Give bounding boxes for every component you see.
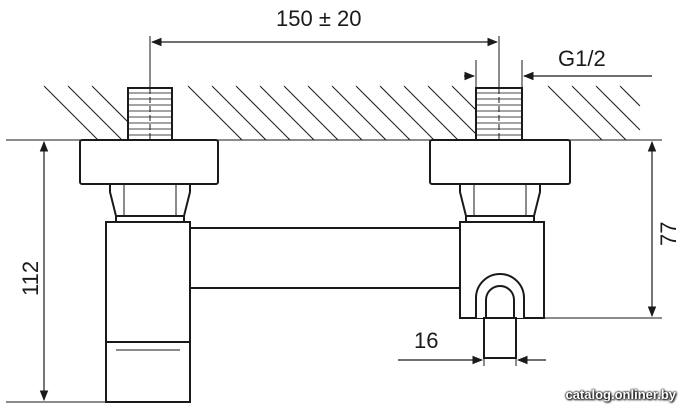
dimension-outlet-diameter: 16 bbox=[398, 328, 546, 366]
hatch-line bbox=[619, 85, 641, 107]
dimension-total-height: 112 bbox=[6, 139, 106, 403]
hatch-line bbox=[43, 85, 99, 141]
dimension-outlet-diameter-label: 16 bbox=[414, 328, 438, 353]
dimension-total-height-label: 112 bbox=[18, 261, 43, 296]
dimension-top-width: 150 ± 20 bbox=[149, 6, 500, 88]
hatch-line bbox=[547, 85, 603, 141]
mixer-body bbox=[105, 221, 545, 403]
left-wall-connection bbox=[79, 87, 219, 223]
dimension-thread: G1/2 bbox=[464, 46, 652, 88]
hatch-line bbox=[331, 85, 387, 141]
right-wall-connection bbox=[429, 87, 571, 223]
hatch-line bbox=[187, 85, 243, 141]
hatch-line bbox=[403, 85, 459, 141]
hatch-line bbox=[283, 85, 339, 141]
dimension-outlet-height: 77 bbox=[544, 139, 681, 319]
hatch-line bbox=[259, 85, 315, 141]
hatch-line bbox=[355, 85, 411, 141]
watermark: catalog.onliner.by bbox=[565, 387, 676, 402]
dimension-outlet-height-label: 77 bbox=[656, 222, 681, 246]
hatch-line bbox=[595, 85, 641, 131]
hatch-line bbox=[427, 85, 483, 141]
dimension-thread-label: G1/2 bbox=[558, 46, 606, 71]
hatch-line bbox=[571, 85, 627, 141]
hatch-line bbox=[67, 85, 123, 141]
hatch-line bbox=[379, 85, 435, 141]
hatch-line bbox=[211, 85, 267, 141]
dimension-top-width-label: 150 ± 20 bbox=[276, 6, 361, 31]
hatch-line bbox=[307, 85, 363, 141]
hatch-line bbox=[235, 85, 291, 141]
